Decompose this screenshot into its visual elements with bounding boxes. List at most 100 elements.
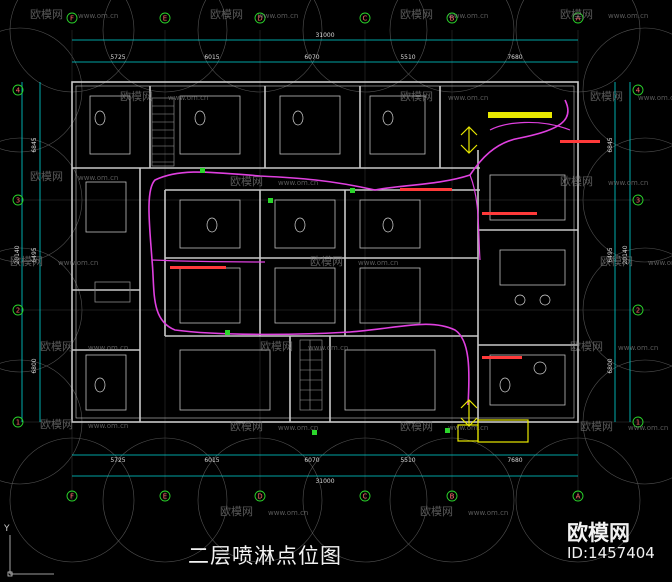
sprinkler-devices (457, 112, 552, 443)
axis-bottom-C-circle (359, 490, 371, 502)
axis-circle (582, 27, 672, 153)
axis-top-A-circle (572, 12, 584, 24)
dim-bottom-1: 6015 (204, 457, 219, 464)
watermark-brand-19: 欧模网 (580, 420, 613, 433)
axis-top-E-circle (159, 12, 171, 24)
dim-left-2: 6800 (31, 358, 38, 373)
sprinkler-branch (151, 121, 571, 263)
watermark-brand-10: 欧模网 (10, 255, 43, 268)
dim-top-total: 31000 (315, 32, 334, 39)
watermark-brand-9: 欧模网 (560, 175, 593, 188)
watermark-brand-18: 欧模网 (400, 420, 433, 433)
axis-bottom-C-label: C (363, 493, 368, 501)
watermark-url-14: www.om.cn (308, 344, 348, 352)
watermark-url-8: www.om.cn (278, 179, 318, 187)
axis-right-1-circle (632, 416, 644, 428)
axis-bottom-E-label: E (163, 493, 167, 501)
dim-left-total: 20140 (14, 245, 21, 264)
dim-left-1: 6495 (31, 247, 38, 262)
dim-bottom-4: 7680 (507, 457, 522, 464)
axis-top-F-circle (66, 12, 78, 24)
watermark-url-1: www.om.cn (258, 12, 298, 20)
axis-top-E-label: E (163, 15, 167, 23)
dimension-texts: 5725 6015 6070 5510 7680 31000 5725 6015 6070 551… (14, 32, 629, 485)
dim-top-3: 5510 (400, 54, 415, 61)
dim-top-0: 5725 (110, 54, 125, 61)
dim-bottom-3: 5510 (400, 457, 415, 464)
drawing-title: 二层喷淋点位图 (188, 544, 342, 568)
axis-top-D-label: D (257, 15, 262, 23)
axis-bottom-D-circle (254, 490, 266, 502)
watermark-url-13: www.om.cn (88, 344, 128, 352)
watermark-url-20: www.om.cn (268, 509, 308, 517)
watermark-brand-14: 欧模网 (260, 340, 293, 353)
watermark-brand-3: 欧模网 (560, 8, 593, 21)
sanitary-fixtures (94, 110, 551, 393)
pipe-markers (200, 168, 450, 435)
watermark-brand-15: 欧模网 (570, 340, 603, 353)
dim-bottom-0: 5725 (110, 457, 125, 464)
axis-left-1-label: 1 (16, 419, 20, 427)
axis-left-1-circle (12, 416, 24, 428)
dimension-lines (21, 39, 631, 477)
watermark-url-16: www.om.cn (88, 422, 128, 430)
dim-top-1: 6015 (204, 54, 219, 61)
watermark-layer: 欧模网 www.om.cn 欧模网 www.om.cn 欧模网 www.om.cn 欧模网 w… (10, 8, 672, 518)
axis-top-F-label: F (70, 15, 74, 23)
watermark-url-12: www.om.cn (648, 259, 672, 267)
axis-bottom-E-circle (159, 490, 171, 502)
watermark-brand-5: 欧模网 (400, 90, 433, 103)
watermark-url-6: www.om.cn (638, 94, 672, 102)
dim-top-2: 6070 (304, 54, 319, 61)
stair-hatching (151, 97, 323, 411)
axis-top-C-circle (359, 12, 371, 24)
dim-bottom-total: 31000 (315, 478, 334, 485)
watermark-url-7: www.om.cn (78, 174, 118, 182)
watermark-url-15: www.om.cn (618, 344, 658, 352)
dim-right-2: 6800 (607, 358, 614, 373)
axis-bottom-F-label: F (70, 493, 74, 501)
axis-top-D-circle (254, 12, 266, 24)
watermark-brand-2: 欧模网 (400, 8, 433, 21)
axis-top-B-label: B (450, 15, 455, 23)
axis-bottom-A-circle (572, 490, 584, 502)
watermark-brand-8: 欧模网 (230, 175, 263, 188)
axis-left-4-circle (12, 84, 24, 96)
watermark-url-0: www.om.cn (78, 12, 118, 20)
watermark-url-4: www.om.cn (168, 94, 208, 102)
watermark-url-17: www.om.cn (278, 424, 318, 432)
dim-right-1: 6495 (607, 247, 614, 262)
ucs-label: Y (4, 524, 10, 534)
watermark-url-3: www.om.cn (608, 12, 648, 20)
axis-left-4-label: 4 (16, 87, 21, 95)
axis-bottom-B-circle (446, 490, 458, 502)
watermark-url-19: www.om.cn (628, 424, 668, 432)
sprinkler-pipe-route (148, 99, 569, 406)
axis-right-2-circle (632, 304, 644, 316)
axis-right-2-label: 2 (636, 307, 640, 315)
watermark-brand-6: 欧模网 (590, 90, 623, 103)
axis-left-2-circle (12, 304, 24, 316)
watermark-brand-1: 欧模网 (210, 8, 243, 21)
watermark-url-5: www.om.cn (448, 94, 488, 102)
axis-left-3-label: 3 (16, 197, 20, 205)
axis-grid-circles (0, 0, 672, 563)
axis-right-3-label: 3 (636, 197, 640, 205)
watermark-brand-4: 欧模网 (120, 90, 153, 103)
watermark-brand-12: 欧模网 (600, 255, 633, 268)
watermark-url-21: www.om.cn (468, 509, 508, 517)
watermark-brand-13: 欧模网 (40, 340, 73, 353)
watermark-brand-16: 欧模网 (40, 418, 73, 431)
axis-right-1-label: 1 (636, 419, 640, 427)
axis-top-A-label: A (576, 15, 581, 23)
axis-top-B-circle (446, 12, 458, 24)
ucs-icon (7, 535, 54, 577)
watermark-brand-0: 欧模网 (30, 8, 63, 21)
dim-bottom-2: 6070 (304, 457, 319, 464)
watermark-url-18: www.om.cn (448, 424, 488, 432)
axis-left-2-label: 2 (16, 307, 20, 315)
watermark-brand: 欧模网 (567, 521, 630, 545)
axis-bottom-D-label: D (257, 493, 262, 501)
